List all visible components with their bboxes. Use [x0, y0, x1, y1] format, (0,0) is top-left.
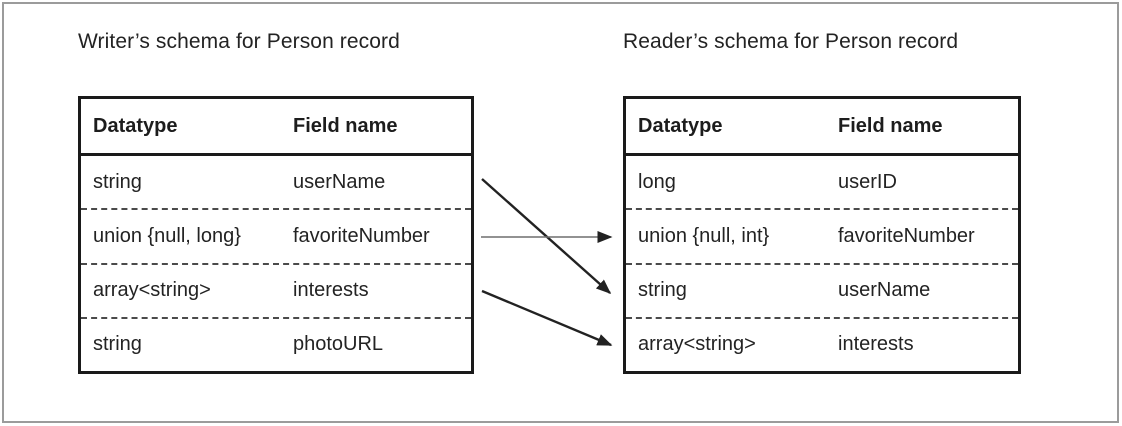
- reader-row4-field: interests: [838, 333, 914, 356]
- reader-row2-datatype: union {null, int}: [638, 224, 770, 247]
- table-row: string photoURL: [81, 316, 471, 371]
- reader-row1-datatype: long: [638, 170, 676, 193]
- writer-row1-datatype: string: [93, 170, 142, 193]
- table-row: string userName: [626, 262, 1018, 317]
- reader-schema-title: Reader’s schema for Person record: [623, 30, 959, 53]
- table-row: union {null, int} favoriteNumber: [626, 208, 1018, 262]
- arrow-interests-mapping: [481, 289, 613, 347]
- writer-header-field: Field name: [293, 114, 398, 137]
- reader-header-datatype: Datatype: [638, 114, 723, 137]
- writer-row2-datatype: union {null, long}: [93, 224, 241, 247]
- writer-row4-field: photoURL: [293, 333, 384, 356]
- table-row: long userID: [626, 156, 1018, 208]
- reader-row3-field: userName: [838, 279, 931, 302]
- writer-row3-datatype: array<string>: [93, 279, 211, 302]
- reader-header-field: Field name: [838, 114, 943, 137]
- reader-row4-datatype: array<string>: [638, 333, 756, 356]
- table-row: array<string> interests: [81, 262, 471, 317]
- reader-table-header: Datatype Field name: [626, 99, 1018, 156]
- writer-schema-table: Datatype Field name string userName unio…: [78, 96, 474, 374]
- writer-table-header: Datatype Field name: [81, 99, 471, 156]
- arrow-username-mapping: [481, 178, 612, 294]
- table-row: array<string> interests: [626, 316, 1018, 371]
- reader-row3-datatype: string: [638, 279, 687, 302]
- reader-row2-field: favoriteNumber: [838, 224, 975, 247]
- writer-row1-field: userName: [293, 170, 386, 193]
- writer-header-datatype: Datatype: [93, 114, 178, 137]
- writer-row4-datatype: string: [93, 333, 142, 356]
- table-row: union {null, long} favoriteNumber: [81, 208, 471, 262]
- writer-row3-field: interests: [293, 279, 369, 302]
- writer-schema-title: Writer’s schema for Person record: [78, 30, 400, 53]
- reader-schema-table: Datatype Field name long userID union {n…: [623, 96, 1021, 374]
- writer-row2-field: favoriteNumber: [293, 224, 430, 247]
- table-row: string userName: [81, 156, 471, 208]
- reader-row1-field: userID: [838, 170, 897, 193]
